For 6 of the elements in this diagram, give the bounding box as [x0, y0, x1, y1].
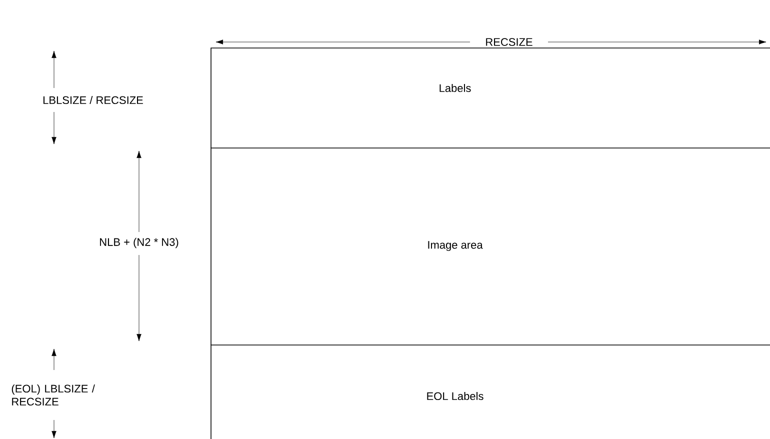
band: Labels — [210, 48, 770, 148]
dimension-label: (EOL) LBLSIZE / RECSIZE — [12, 384, 95, 406]
band: Image area — [210, 148, 770, 346]
dimension-label: NLB + (N2 * N3) — [98, 236, 180, 250]
dimension-label: LBLSIZE / RECSIZE — [43, 96, 143, 104]
band: EOL Labels — [210, 344, 770, 439]
